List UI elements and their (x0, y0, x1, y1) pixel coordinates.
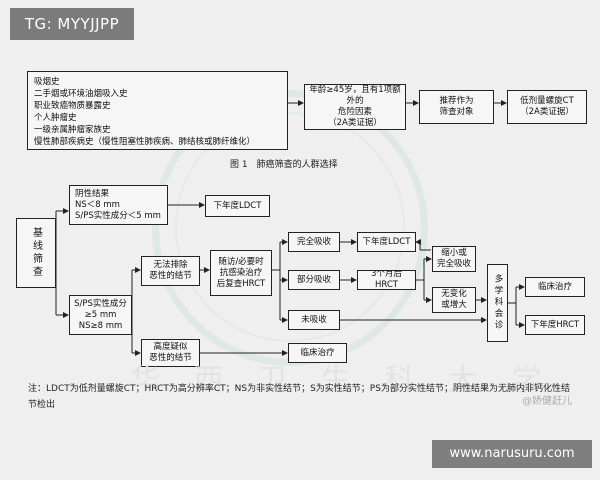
website-label: www.narusuru.com (432, 440, 592, 468)
no-change-line: 或增大 (441, 300, 467, 310)
complete-absorb-box: 完全吸收 (288, 232, 340, 252)
risk-factor-item: 慢性肺部疾病史（慢性阻塞性肺疾病、肺结核或肺纤维化） (34, 137, 256, 147)
followup-box: 随访/必要时 抗感染治疗 后复查HRCT (210, 250, 272, 296)
figure-note: 注：LDCT为低剂量螺旋CT；HRCT为高分辨率CT；NS为非实性结节；S为实性… (28, 384, 570, 410)
clinical-treatment-box-2: 临床治疗 (288, 343, 347, 363)
cannot-exclude-box: 无法排除 恶性的结节 (141, 256, 200, 286)
risk-factor-item: 吸烟史 (34, 77, 60, 87)
negative-line: S/PS实性成分＜5 mm (75, 211, 161, 221)
author-watermark: @娇健赶儿 (522, 396, 572, 407)
positive-line: S/PS实性成分≥5 mm (74, 298, 127, 320)
background-calligraphy-watermark: 华 西 卫 生 科 大 学 (130, 363, 554, 398)
negative-line: NS＜8 mm (75, 200, 120, 210)
shrink-box: 缩小或 完全吸收 (432, 246, 476, 272)
negative-result-box: 阴性结果 NS＜8 mm S/PS实性成分＜5 mm (69, 185, 168, 225)
evidence-label: （2A类证据） (520, 107, 574, 117)
age-criteria-box: 年龄≥45岁，且有1项额外的 危险因素 （2A类证据） (304, 84, 406, 130)
cannot-exclude-line: 无法排除 (153, 260, 188, 270)
ldct-recommend-line: 低剂量螺旋CT (520, 96, 574, 106)
high-suspicion-line: 恶性的结节 (149, 353, 192, 363)
next-year-hrct-box: 下年度HRCT (525, 315, 585, 335)
watermark-seal-inner (175, 112, 405, 342)
next-year-ldct-box-2: 下年度LDCT (357, 232, 416, 252)
risk-factors-box: 吸烟史 二手烟或环境油烟吸入史 职业致癌物质暴露史 个人肿瘤史 一级亲属肿瘤家族… (27, 71, 288, 150)
not-absorb-box: 未吸收 (288, 310, 340, 330)
no-change-line: 无变化 (441, 289, 467, 299)
high-suspicion-line: 高度疑似 (153, 342, 188, 352)
ldct-recommend-box: 低剂量螺旋CT （2A类证据） (507, 90, 587, 124)
positive-result-box: S/PS实性成分≥5 mm NS≥8 mm (69, 295, 132, 335)
evidence-label: （2A类证据） (328, 118, 382, 128)
positive-line: NS≥8 mm (78, 320, 123, 331)
baseline-screening-box: 基线筛查 (16, 218, 56, 288)
negative-line: 阴性结果 (75, 189, 110, 199)
mdt-box: 多学科会诊 (487, 264, 508, 342)
hrct-3-month-box: 3个月后HRCT (357, 270, 416, 290)
age-criteria-line: 年龄≥45岁，且有1项额外的 (309, 85, 401, 106)
no-change-box: 无变化 或增大 (432, 287, 476, 313)
risk-factor-item: 一级亲属肿瘤家族史 (34, 125, 111, 135)
clinical-treatment-box: 临床治疗 (525, 277, 585, 297)
shrink-line: 缩小或 (441, 248, 467, 258)
risk-factor-item: 个人肿瘤史 (34, 113, 77, 123)
high-suspicion-box: 高度疑似 恶性的结节 (141, 339, 200, 367)
followup-line: 随访/必要时 (218, 256, 264, 267)
partial-absorb-box: 部分吸收 (288, 270, 340, 290)
age-criteria-line: 危险因素 (337, 107, 372, 117)
cannot-exclude-line: 恶性的结节 (149, 271, 192, 281)
shrink-line: 完全吸收 (437, 259, 472, 269)
next-year-ldct-box: 下年度LDCT (205, 195, 270, 217)
screen-target-line: 推荐作为 (439, 96, 474, 106)
figure1-caption: 图 1 肺癌筛查的人群选择 (230, 160, 338, 170)
followup-line: 抗感染治疗 (219, 267, 263, 278)
screen-target-box: 推荐作为 筛查对象 (419, 90, 494, 124)
risk-factor-item: 二手烟或环境油烟吸入史 (34, 89, 128, 99)
followup-line: 后复查HRCT (216, 278, 266, 289)
risk-factor-item: 职业致癌物质暴露史 (34, 101, 111, 111)
channel-tag: TG: MYYJJPP (10, 8, 134, 40)
screen-target-line: 筛查对象 (439, 107, 474, 117)
